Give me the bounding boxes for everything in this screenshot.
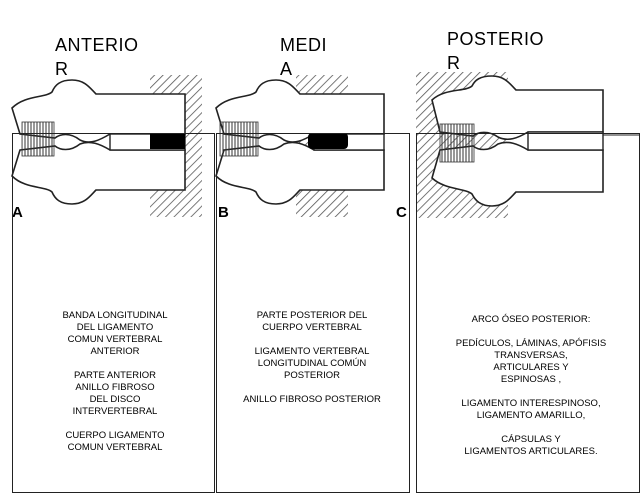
anterior-ligament-c bbox=[439, 123, 475, 163]
description-paragraph: CUERPO LIGAMENTO COMUN VERTEBRAL bbox=[65, 430, 165, 453]
disc-c bbox=[527, 131, 604, 151]
description-paragraph: BANDA LONGITUDINAL DEL LIGAMENTO COMUN V… bbox=[62, 310, 168, 357]
description-paragraph: PEDÍCULOS, LÁMINAS, APÓFISIS TRANSVERSAS… bbox=[455, 338, 607, 385]
vertebra-diagram-b bbox=[215, 75, 385, 217]
description-paragraph: LIGAMENTO INTERESPINOSO, LIGAMENTO AMARI… bbox=[461, 398, 601, 421]
description-paragraph: ANILLO FIBROSO POSTERIOR bbox=[243, 394, 381, 405]
description-posterior: ARCO ÓSEO POSTERIOR: PEDÍCULOS, LÁMINAS,… bbox=[436, 314, 626, 470]
vertebra-lower-a bbox=[11, 141, 186, 205]
description-paragraph: LIGAMENTO VERTEBRAL LONGITUDINAL COMÚN P… bbox=[254, 346, 370, 381]
vertebra-diagram-c bbox=[416, 72, 640, 218]
vertebra-upper-a bbox=[11, 79, 186, 143]
anterior-ligament-b bbox=[219, 121, 259, 157]
anterior-ligament-a bbox=[21, 121, 55, 157]
spine-diagrams bbox=[11, 72, 640, 218]
panel-letter-b: B bbox=[218, 204, 229, 221]
black-band-b bbox=[308, 133, 348, 149]
description-paragraph: CÁPSULAS Y LIGAMENTOS ARTICULARES. bbox=[464, 434, 598, 457]
vertebra-diagram-a bbox=[11, 75, 202, 217]
black-band-a bbox=[150, 133, 185, 149]
description-paragraph: PARTE ANTERIOR ANILLO FIBROSO DEL DISCO … bbox=[72, 370, 158, 417]
description-media: PARTE POSTERIOR DEL CUERPO VERTEBRAL LIG… bbox=[232, 310, 392, 418]
vertebra-lower-c bbox=[431, 141, 604, 207]
panel-letter-a: A bbox=[12, 204, 23, 221]
description-paragraph: PARTE POSTERIOR DEL CUERPO VERTEBRAL bbox=[256, 310, 368, 333]
panel-letter-c: C bbox=[396, 204, 407, 221]
column-title-anterior: ANTERIO R bbox=[55, 35, 139, 79]
description-paragraph: ARCO ÓSEO POSTERIOR: bbox=[471, 314, 591, 325]
vertebra-lower-b bbox=[215, 141, 385, 205]
column-title-media: MEDI A bbox=[280, 35, 327, 79]
column-title-posterior: POSTERIO R bbox=[447, 29, 545, 73]
description-anterior: BANDA LONGITUDINAL DEL LIGAMENTO COMUN V… bbox=[40, 310, 190, 466]
